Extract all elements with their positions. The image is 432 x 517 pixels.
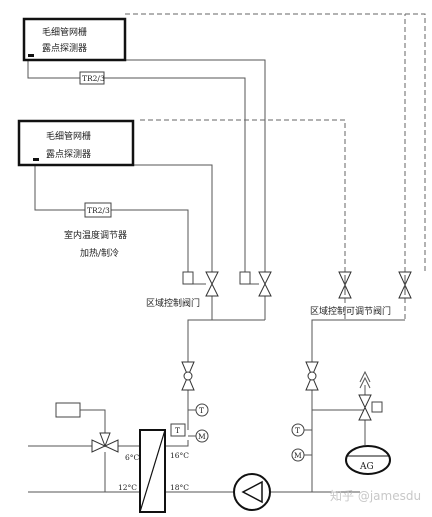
- three-way-mixing-valve: [55, 402, 119, 453]
- temp-sensor-right: T: [291, 423, 305, 437]
- safety-relief-valve: [358, 370, 383, 421]
- meter-sensor-right: M: [291, 448, 305, 462]
- tr-controller-upper: TR2/3: [79, 71, 105, 85]
- expansion-tank-label: AG: [359, 462, 374, 472]
- riser-valve-right: [305, 361, 319, 391]
- meter-sensor-left: M: [195, 429, 209, 443]
- meter-sensor-right-label: M: [294, 451, 302, 460]
- zone-adjustable-valve-label: 区域控制可调节阀门: [310, 305, 391, 317]
- zone-adjust-valve-1: [338, 271, 352, 299]
- circulation-pump: [233, 473, 271, 511]
- temp-12c: 12°C: [118, 483, 137, 492]
- temp-sensor-right-label: T: [295, 426, 300, 435]
- pipe-lines: [27, 59, 405, 493]
- tr-controller-lower: TR2/3: [84, 202, 112, 218]
- expansion-tank: AG: [345, 445, 391, 475]
- temp-sensor-left-label: T: [199, 406, 204, 415]
- capillary-panel-upper: 毛细管网栅 露点探测器: [22, 17, 127, 62]
- heat-exchanger: [139, 429, 166, 513]
- panel-lower-line1: 毛细管网栅: [46, 130, 91, 142]
- zone-adjust-valve-2: [398, 271, 412, 299]
- panel-lower-line2: 露点探测器: [46, 148, 91, 160]
- temp-sensor-left: T: [195, 403, 209, 417]
- room-temp-controller-label: 室内温度调节器: [64, 229, 127, 241]
- thermostat-box-label: T: [175, 426, 180, 435]
- zone-valve-2: [239, 271, 272, 297]
- riser-valve-left: [181, 361, 195, 391]
- tr-lower-label: TR2/3: [87, 206, 110, 215]
- temp-16c: 16°C: [170, 451, 189, 460]
- thermostat-box: T: [170, 423, 186, 437]
- panel-upper-line2: 露点探测器: [42, 42, 87, 54]
- temp-18c: 18°C: [170, 483, 189, 492]
- control-signal-lines: [125, 13, 426, 320]
- temp-6c: 6°C: [125, 453, 140, 462]
- heating-cooling-label: 加热/制冷: [80, 247, 119, 259]
- zone-control-valve-label: 区域控制阀门: [146, 297, 200, 309]
- capillary-panel-lower: 毛细管网栅 露点探测器: [17, 119, 135, 167]
- zone-valve-1: [182, 271, 219, 297]
- tr-upper-label: TR2/3: [82, 74, 105, 83]
- meter-sensor-left-label: M: [198, 432, 206, 441]
- panel-upper-line1: 毛细管网栅: [42, 26, 87, 38]
- watermark-text: 知乎 @jamesdu: [330, 489, 421, 503]
